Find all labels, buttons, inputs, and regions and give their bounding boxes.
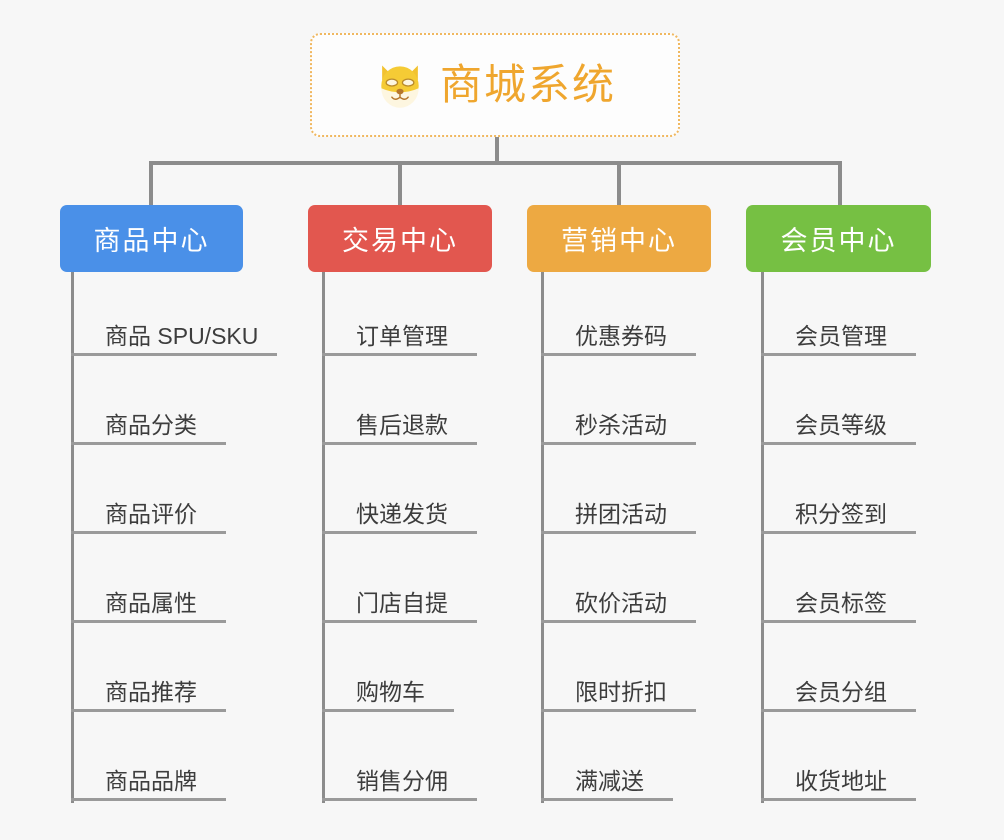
leaf-underline bbox=[322, 353, 477, 356]
category-header-2-label: 交易中心 bbox=[342, 226, 458, 256]
category-header-2[interactable]: 交易中心 bbox=[308, 205, 492, 272]
category-header-3[interactable]: 营销中心 bbox=[527, 205, 711, 272]
category-header-3-label: 营销中心 bbox=[561, 226, 677, 256]
connector-drop-3 bbox=[617, 161, 621, 207]
leaf-label: 秒杀活动 bbox=[575, 412, 667, 438]
leaf-item[interactable]: 购物车 bbox=[322, 666, 454, 712]
leaf-item[interactable]: 商品评价 bbox=[71, 488, 226, 534]
leaf-label: 商品推荐 bbox=[105, 679, 197, 705]
leaf-item[interactable]: 满减送 bbox=[541, 755, 673, 801]
leaf-item[interactable]: 限时折扣 bbox=[541, 666, 696, 712]
leaf-label: 积分签到 bbox=[795, 501, 887, 527]
leaf-item[interactable]: 会员标签 bbox=[761, 577, 916, 623]
leaf-item[interactable]: 会员管理 bbox=[761, 310, 916, 356]
leaf-underline bbox=[541, 709, 696, 712]
leaf-label: 满减送 bbox=[575, 768, 644, 794]
leaf-underline bbox=[541, 798, 673, 801]
leaf-underline bbox=[761, 709, 916, 712]
leaf-label: 订单管理 bbox=[356, 323, 448, 349]
leaf-underline bbox=[71, 798, 226, 801]
leaf-item[interactable]: 售后退款 bbox=[322, 399, 477, 445]
column-trunk-2 bbox=[322, 272, 325, 803]
leaf-label: 快递发货 bbox=[356, 501, 448, 527]
leaf-label: 商品 SPU/SKU bbox=[105, 323, 259, 349]
leaf-item[interactable]: 会员等级 bbox=[761, 399, 916, 445]
column-trunk-3 bbox=[541, 272, 544, 803]
column-trunk-4 bbox=[761, 272, 764, 803]
leaf-underline bbox=[322, 709, 454, 712]
leaf-label: 商品分类 bbox=[105, 412, 197, 438]
leaf-label: 拼团活动 bbox=[575, 501, 667, 527]
leaf-underline bbox=[761, 442, 916, 445]
leaf-label: 会员等级 bbox=[795, 412, 887, 438]
category-header-4[interactable]: 会员中心 bbox=[746, 205, 931, 272]
leaf-label: 会员管理 bbox=[795, 323, 887, 349]
leaf-underline bbox=[761, 353, 916, 356]
leaf-underline bbox=[541, 620, 696, 623]
leaf-item[interactable]: 商品属性 bbox=[71, 577, 226, 623]
leaf-underline bbox=[541, 531, 696, 534]
leaf-item[interactable]: 门店自提 bbox=[322, 577, 477, 623]
leaf-label: 收货地址 bbox=[795, 768, 887, 794]
leaf-underline bbox=[322, 442, 477, 445]
leaf-item[interactable]: 收货地址 bbox=[761, 755, 916, 801]
leaf-item[interactable]: 拼团活动 bbox=[541, 488, 696, 534]
leaf-item[interactable]: 积分签到 bbox=[761, 488, 916, 534]
leaf-underline bbox=[322, 531, 477, 534]
leaf-underline bbox=[322, 798, 477, 801]
leaf-underline bbox=[71, 620, 226, 623]
leaf-label: 商品属性 bbox=[105, 590, 197, 616]
leaf-item[interactable]: 商品推荐 bbox=[71, 666, 226, 712]
root-node[interactable]: 商城系统 bbox=[310, 33, 680, 137]
leaf-label: 砍价活动 bbox=[575, 590, 667, 616]
leaf-label: 限时折扣 bbox=[575, 679, 667, 705]
leaf-item[interactable]: 商品 SPU/SKU bbox=[71, 310, 277, 356]
leaf-underline bbox=[71, 442, 226, 445]
connector-drop-2 bbox=[398, 161, 402, 207]
leaf-underline bbox=[541, 442, 696, 445]
leaf-label: 优惠券码 bbox=[575, 323, 667, 349]
connector-root-stem bbox=[495, 137, 499, 164]
leaf-underline bbox=[71, 531, 226, 534]
leaf-label: 售后退款 bbox=[356, 412, 448, 438]
leaf-label: 销售分佣 bbox=[356, 768, 448, 794]
leaf-label: 商品品牌 bbox=[105, 768, 197, 794]
leaf-item[interactable]: 砍价活动 bbox=[541, 577, 696, 623]
leaf-underline bbox=[541, 353, 696, 356]
leaf-underline bbox=[71, 709, 226, 712]
leaf-label: 购物车 bbox=[356, 679, 425, 705]
connector-bus-bar bbox=[149, 161, 842, 165]
leaf-underline bbox=[761, 620, 916, 623]
leaf-underline bbox=[71, 353, 277, 356]
category-header-1[interactable]: 商品中心 bbox=[60, 205, 243, 272]
leaf-label: 门店自提 bbox=[356, 590, 448, 616]
leaf-item[interactable]: 订单管理 bbox=[322, 310, 477, 356]
leaf-label: 会员分组 bbox=[795, 679, 887, 705]
leaf-label: 商品评价 bbox=[105, 501, 197, 527]
category-header-4-label: 会员中心 bbox=[780, 226, 897, 256]
leaf-item[interactable]: 商品分类 bbox=[71, 399, 226, 445]
column-trunk-1 bbox=[71, 272, 74, 803]
leaf-item[interactable]: 快递发货 bbox=[322, 488, 477, 534]
leaf-underline bbox=[761, 531, 916, 534]
leaf-item[interactable]: 秒杀活动 bbox=[541, 399, 696, 445]
leaf-underline bbox=[322, 620, 477, 623]
leaf-item[interactable]: 优惠券码 bbox=[541, 310, 696, 356]
dog-face-icon bbox=[374, 59, 426, 111]
leaf-item[interactable]: 销售分佣 bbox=[322, 755, 477, 801]
connector-drop-4 bbox=[838, 161, 842, 207]
leaf-underline bbox=[761, 798, 916, 801]
leaf-item[interactable]: 商品品牌 bbox=[71, 755, 226, 801]
leaf-label: 会员标签 bbox=[795, 590, 887, 616]
root-title: 商城系统 bbox=[439, 61, 616, 108]
category-header-1-label: 商品中心 bbox=[93, 226, 210, 256]
leaf-item[interactable]: 会员分组 bbox=[761, 666, 916, 712]
connector-drop-1 bbox=[149, 161, 153, 207]
